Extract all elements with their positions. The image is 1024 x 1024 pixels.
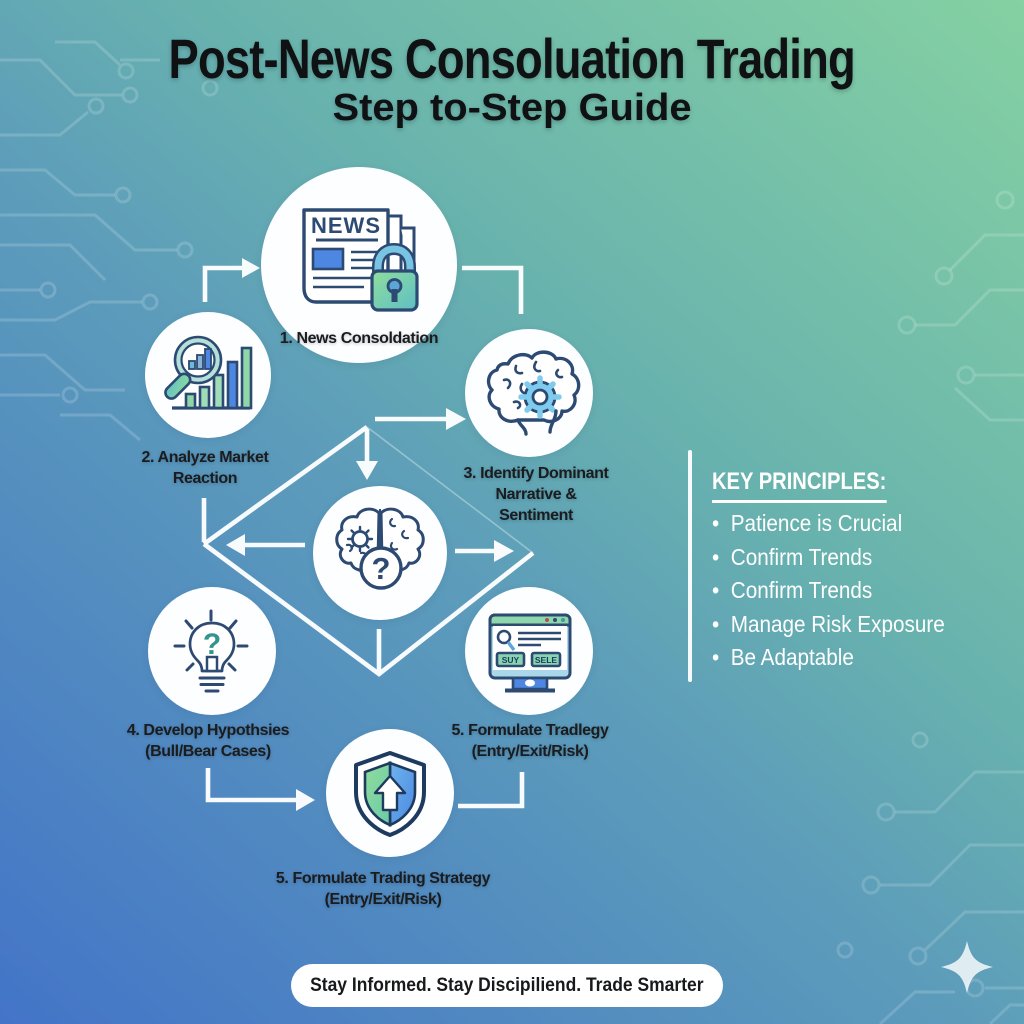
svg-text:?: ?	[203, 628, 221, 661]
svg-text:NEWS: NEWS	[311, 213, 381, 238]
svg-text:SELE: SELE	[535, 655, 558, 665]
svg-text:?: ?	[372, 551, 391, 586]
svg-text:SUY: SUY	[502, 655, 520, 665]
